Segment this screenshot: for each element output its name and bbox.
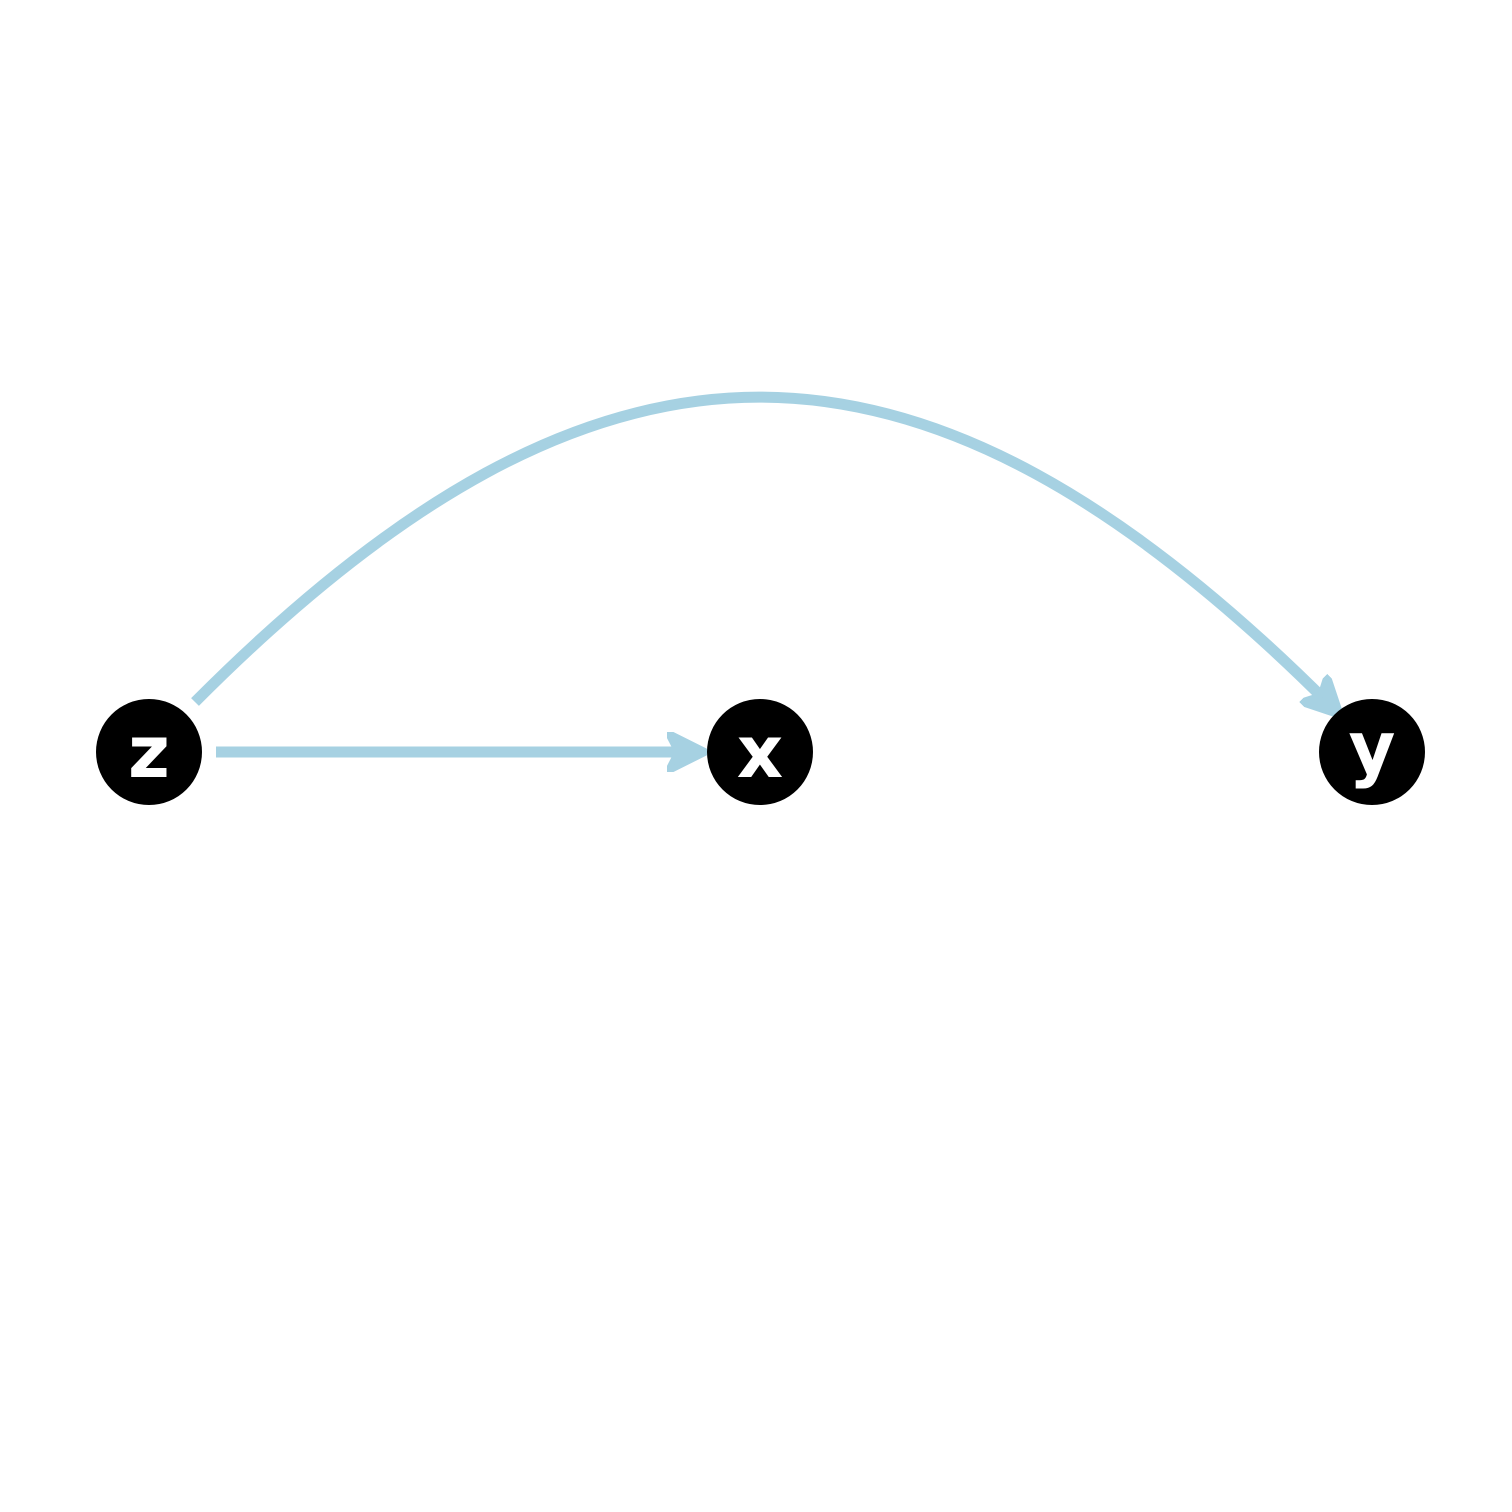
node-z[interactable]: z: [96, 699, 202, 805]
node-y[interactable]: y: [1319, 699, 1425, 805]
node-y-circle: [1319, 699, 1425, 805]
node-x-circle: [707, 699, 813, 805]
node-x[interactable]: x: [707, 699, 813, 805]
edge-z-to-y: [191, 391, 1330, 705]
node-z-circle: [96, 699, 202, 805]
node-z-label: z: [128, 710, 170, 794]
node-x-label: x: [737, 710, 783, 794]
node-y-label: y: [1349, 706, 1396, 790]
